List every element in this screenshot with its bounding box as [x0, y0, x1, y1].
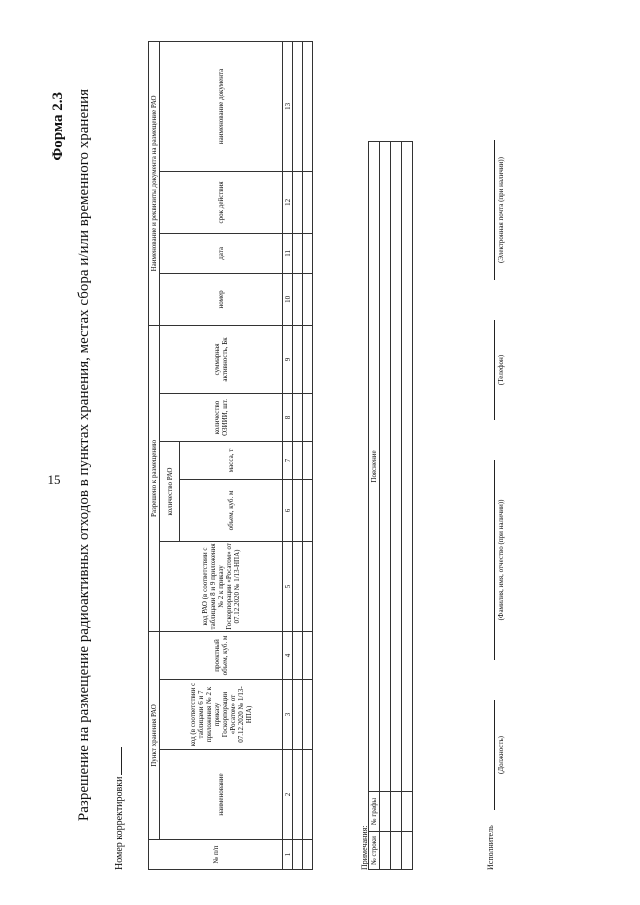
- header-pp: № п/п: [148, 839, 283, 870]
- table-cell: [401, 141, 413, 792]
- table-cell: [379, 791, 391, 832]
- table-cell: [292, 749, 303, 840]
- notes-header-column: № графы: [368, 791, 380, 832]
- notes-header-row: № строки: [368, 831, 380, 870]
- table-cell: [302, 541, 313, 632]
- table-cell: [302, 273, 313, 326]
- table-cell: [292, 171, 303, 234]
- table-cell: [302, 233, 313, 274]
- table-row: [302, 41, 313, 870]
- header-permitted-group: Разрешено к размещению: [148, 325, 160, 632]
- table-cell: [292, 41, 303, 172]
- header-quantity-group: количество РАО: [159, 441, 180, 542]
- table-row: [292, 41, 303, 870]
- signature-block: Исполнитель (Должность) (Фамилия, имя, о…: [480, 40, 540, 870]
- column-number: 4: [282, 631, 293, 680]
- form-number: Форма 2.3: [50, 92, 66, 161]
- table-row: [401, 141, 413, 870]
- column-number: 10: [282, 273, 293, 326]
- table-cell: [292, 441, 303, 480]
- header-rao-code: код РАО (в соответствии с таблицами 8 и …: [159, 541, 283, 632]
- column-number: 5: [282, 541, 293, 632]
- header-storage-group: Пункт хранения РАО: [148, 631, 160, 840]
- email-field: (Электронная почта (при наличии)): [494, 140, 506, 280]
- table-row: [390, 141, 402, 870]
- page-number: 15: [47, 472, 61, 487]
- column-number: 11: [282, 233, 293, 274]
- notes-table: № строки № графы Пояснение: [368, 141, 413, 870]
- header-oiii: количество ОЗИИИ, шт.: [159, 393, 283, 442]
- header-doc-name: наименование документа: [159, 41, 283, 172]
- table-cell: [292, 479, 303, 542]
- column-number: 8: [282, 393, 293, 442]
- table-cell: [302, 441, 313, 480]
- header-name: наименование: [159, 749, 283, 840]
- column-number: 1: [282, 839, 293, 870]
- header-activity: суммарная активность, Бк: [159, 325, 283, 394]
- correction-label: Номер корректировки: [114, 776, 125, 870]
- table-cell: [292, 233, 303, 274]
- table-cell: [390, 831, 402, 870]
- table-cell: [292, 325, 303, 394]
- table-cell: [401, 831, 413, 870]
- header-doc-term: срок действия: [159, 171, 283, 234]
- table-cell: [302, 393, 313, 442]
- table-cell: [302, 41, 313, 172]
- table-cell: [401, 791, 413, 832]
- table-cell: [302, 325, 313, 394]
- header-q-mass: масса, т: [179, 441, 283, 480]
- column-number: 6: [282, 479, 293, 542]
- header-q-volume: объем, куб. м: [179, 479, 283, 542]
- rotated-form: Форма 2.3 Разрешение на размещение радио…: [50, 40, 590, 870]
- table-cell: [292, 839, 303, 870]
- table-cell: [292, 393, 303, 442]
- table-cell: [379, 141, 391, 792]
- header-doc-number: номер: [159, 273, 283, 326]
- permit-table: № п/п Пункт хранения РАО Разрешено к раз…: [148, 41, 313, 870]
- executor-label: Исполнитель: [486, 825, 495, 870]
- table-cell: [302, 749, 313, 840]
- table-cell: [292, 679, 303, 750]
- table-row: [379, 141, 391, 870]
- correction-number: Номер корректировки: [112, 746, 125, 870]
- table-cell: [379, 831, 391, 870]
- column-number: 7: [282, 441, 293, 480]
- table-cell: [292, 541, 303, 632]
- column-number: 12: [282, 171, 293, 234]
- table-cell: [302, 631, 313, 680]
- column-number: 3: [282, 679, 293, 750]
- column-number: 13: [282, 41, 293, 172]
- table-cell: [390, 791, 402, 832]
- header-design-volume: проектный объем, куб. м: [159, 631, 283, 680]
- table-cell: [390, 141, 402, 792]
- header-doc-date: дата: [159, 233, 283, 274]
- form-title: Разрешение на размещение радиоактивных о…: [76, 88, 92, 822]
- fio-field: (Фамилия, имя, отчество (при наличии)): [494, 460, 506, 660]
- phone-field: (Телефон): [494, 320, 506, 420]
- table-cell: [302, 479, 313, 542]
- table-cell: [302, 679, 313, 750]
- header-document-group: Наименование и реквизиты документа на ра…: [148, 41, 160, 326]
- header-code: код (в соответствии с таблицами 6 и 7 пр…: [159, 679, 283, 750]
- column-number: 9: [282, 325, 293, 394]
- notes-header-explanation: Пояснение: [368, 141, 380, 792]
- column-number: 2: [282, 749, 293, 840]
- correction-line: [112, 746, 122, 775]
- table-cell: [292, 273, 303, 326]
- table-cell: [302, 171, 313, 234]
- table-cell: [302, 839, 313, 870]
- table-cell: [292, 631, 303, 680]
- position-field: (Должность): [494, 700, 506, 810]
